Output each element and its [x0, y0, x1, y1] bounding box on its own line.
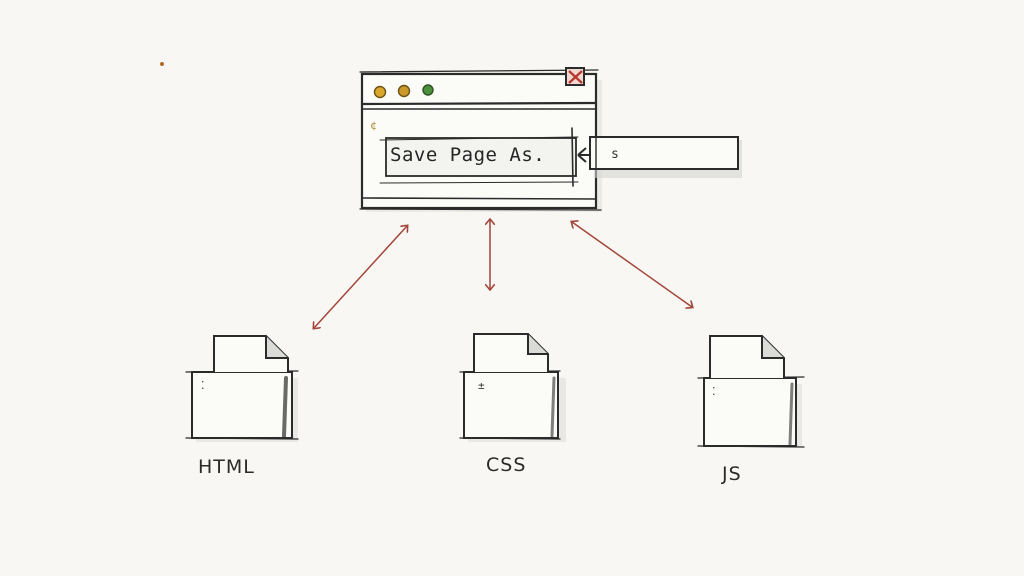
html-file-label: HTML	[198, 456, 255, 478]
window-title-glyph: ¢	[370, 119, 377, 132]
save-page-as-menu-item[interactable]: Save Page As.	[390, 144, 546, 166]
arrow-window-js	[572, 222, 692, 307]
css-file-mark: ±	[478, 379, 485, 392]
save-page-menu-item-frame	[379, 127, 579, 187]
zoom-dot-icon[interactable]	[397, 84, 411, 98]
minimize-dot-icon[interactable]	[373, 85, 387, 99]
html-file-mark: ⁚	[201, 379, 205, 392]
side-field-frame	[589, 136, 742, 178]
close-icon[interactable]	[565, 67, 585, 86]
js-file-icon	[697, 335, 805, 448]
html-file-icon	[185, 335, 299, 442]
side-field-text[interactable]: s	[611, 147, 619, 162]
js-file-mark: ⁚	[712, 385, 716, 398]
css-file-icon	[459, 333, 566, 442]
css-file-label: CSS	[486, 454, 527, 476]
cursor-icon	[577, 147, 590, 163]
arrows	[314, 220, 692, 328]
stray-dot	[160, 62, 164, 66]
js-file-label: JS	[722, 463, 742, 485]
maximize-dot-icon[interactable]	[422, 84, 434, 96]
arrow-window-html	[314, 226, 407, 328]
